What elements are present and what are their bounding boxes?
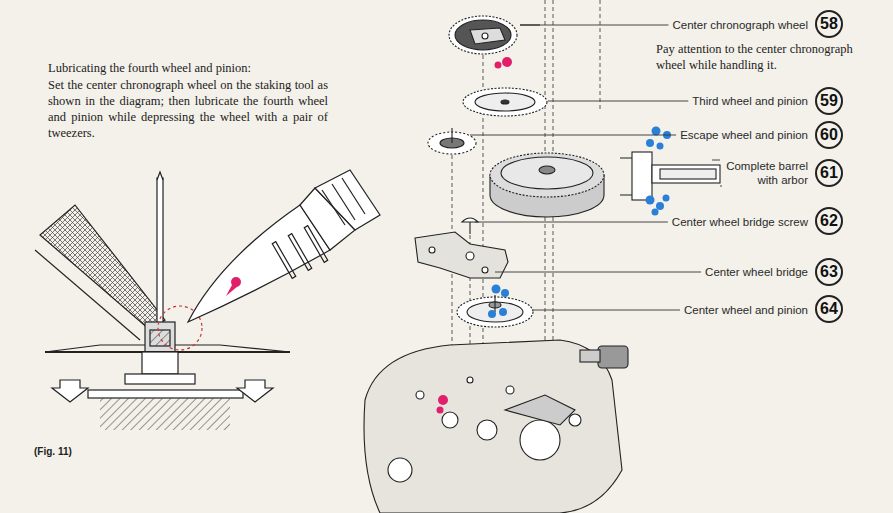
- callout-number-text: 58: [820, 15, 838, 33]
- note-heading: Lubricating the fourth wheel and pinion:: [48, 60, 251, 76]
- callout-number-text: 60: [820, 126, 838, 144]
- callout-number: 63: [815, 258, 843, 286]
- part-name: Third wheel and pinion: [692, 94, 808, 108]
- callout-number: 60: [815, 121, 843, 149]
- leader-line: [520, 25, 668, 26]
- callout-number-text: 64: [820, 300, 838, 318]
- part-name: Escape wheel and pinion: [680, 128, 808, 142]
- callout-number-text: 61: [820, 164, 838, 182]
- oil-drop: [226, 277, 241, 296]
- callout-number-text: 59: [820, 92, 838, 110]
- watch-parts: [364, 16, 720, 513]
- callout-number-text: 63: [820, 263, 838, 281]
- note-text: Set the center chronograph wheel on the …: [48, 77, 328, 141]
- leader-line: [712, 160, 722, 186]
- part-name: Center chronograph wheel: [672, 18, 808, 32]
- leader-line: [470, 135, 676, 136]
- leader-line: [475, 222, 668, 223]
- callout-number: 64: [815, 295, 843, 323]
- oil-drops: [437, 57, 672, 414]
- part-name: Complete barrel with arbor: [716, 159, 808, 187]
- callout-number: 58: [815, 10, 843, 38]
- leader-line: [548, 101, 688, 102]
- part-name: Center wheel and pinion: [684, 303, 808, 317]
- leader-line: [533, 310, 680, 311]
- handling-note: Pay attention to the center chronograph …: [656, 41, 866, 73]
- callout-number: 62: [815, 207, 843, 235]
- staking-tool-figure: [35, 170, 380, 430]
- part-name: Center wheel bridge: [705, 265, 808, 279]
- part-name: Center wheel bridge screw: [672, 215, 808, 229]
- callout-number-text: 62: [820, 212, 838, 230]
- callout-number: 61: [815, 159, 843, 187]
- figure-caption: (Fig. 11): [34, 446, 72, 457]
- leader-line: [495, 272, 701, 273]
- callout-number: 59: [815, 87, 843, 115]
